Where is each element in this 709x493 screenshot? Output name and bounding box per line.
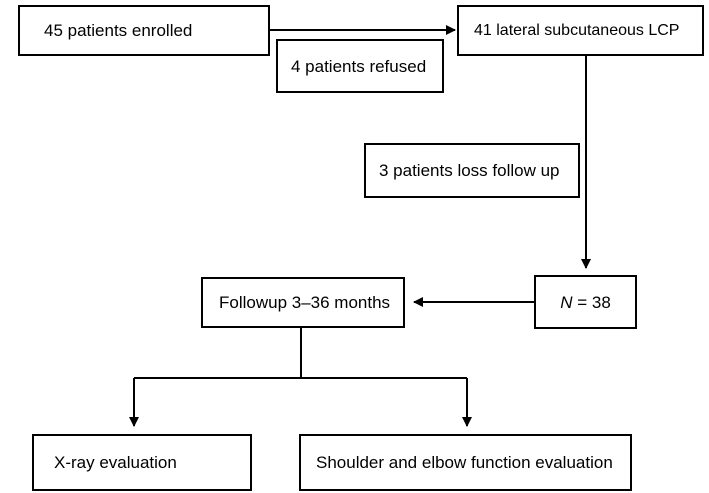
loss-follow-up-box: 3 patients loss follow up bbox=[364, 143, 580, 198]
loss-follow-up-label: 3 patients loss follow up bbox=[379, 161, 560, 180]
n-variable: N bbox=[560, 292, 573, 312]
function-eval-label: Shoulder and elbow function evaluation bbox=[316, 453, 613, 472]
enrolled-label: 45 patients enrolled bbox=[44, 21, 193, 40]
n-total-box: N = 38 bbox=[534, 275, 637, 329]
xray-box: X-ray evaluation bbox=[32, 434, 252, 491]
refused-box: 4 patients refused bbox=[276, 39, 444, 93]
refused-label: 4 patients refused bbox=[291, 56, 427, 76]
followup-box: Followup 3–36 months bbox=[201, 277, 405, 328]
lcp-box: 41 lateral subcutaneous LCP bbox=[457, 5, 704, 56]
followup-label: Followup 3–36 months bbox=[219, 293, 391, 312]
n-value: = 38 bbox=[572, 292, 611, 312]
enrolled-box: 45 patients enrolled bbox=[18, 5, 270, 56]
n-total-label: N = 38 bbox=[560, 294, 611, 311]
xray-label: X-ray evaluation bbox=[54, 453, 177, 472]
lcp-label: 41 lateral subcutaneous LCP bbox=[474, 21, 680, 39]
function-eval-box: Shoulder and elbow function evaluation bbox=[299, 434, 632, 491]
